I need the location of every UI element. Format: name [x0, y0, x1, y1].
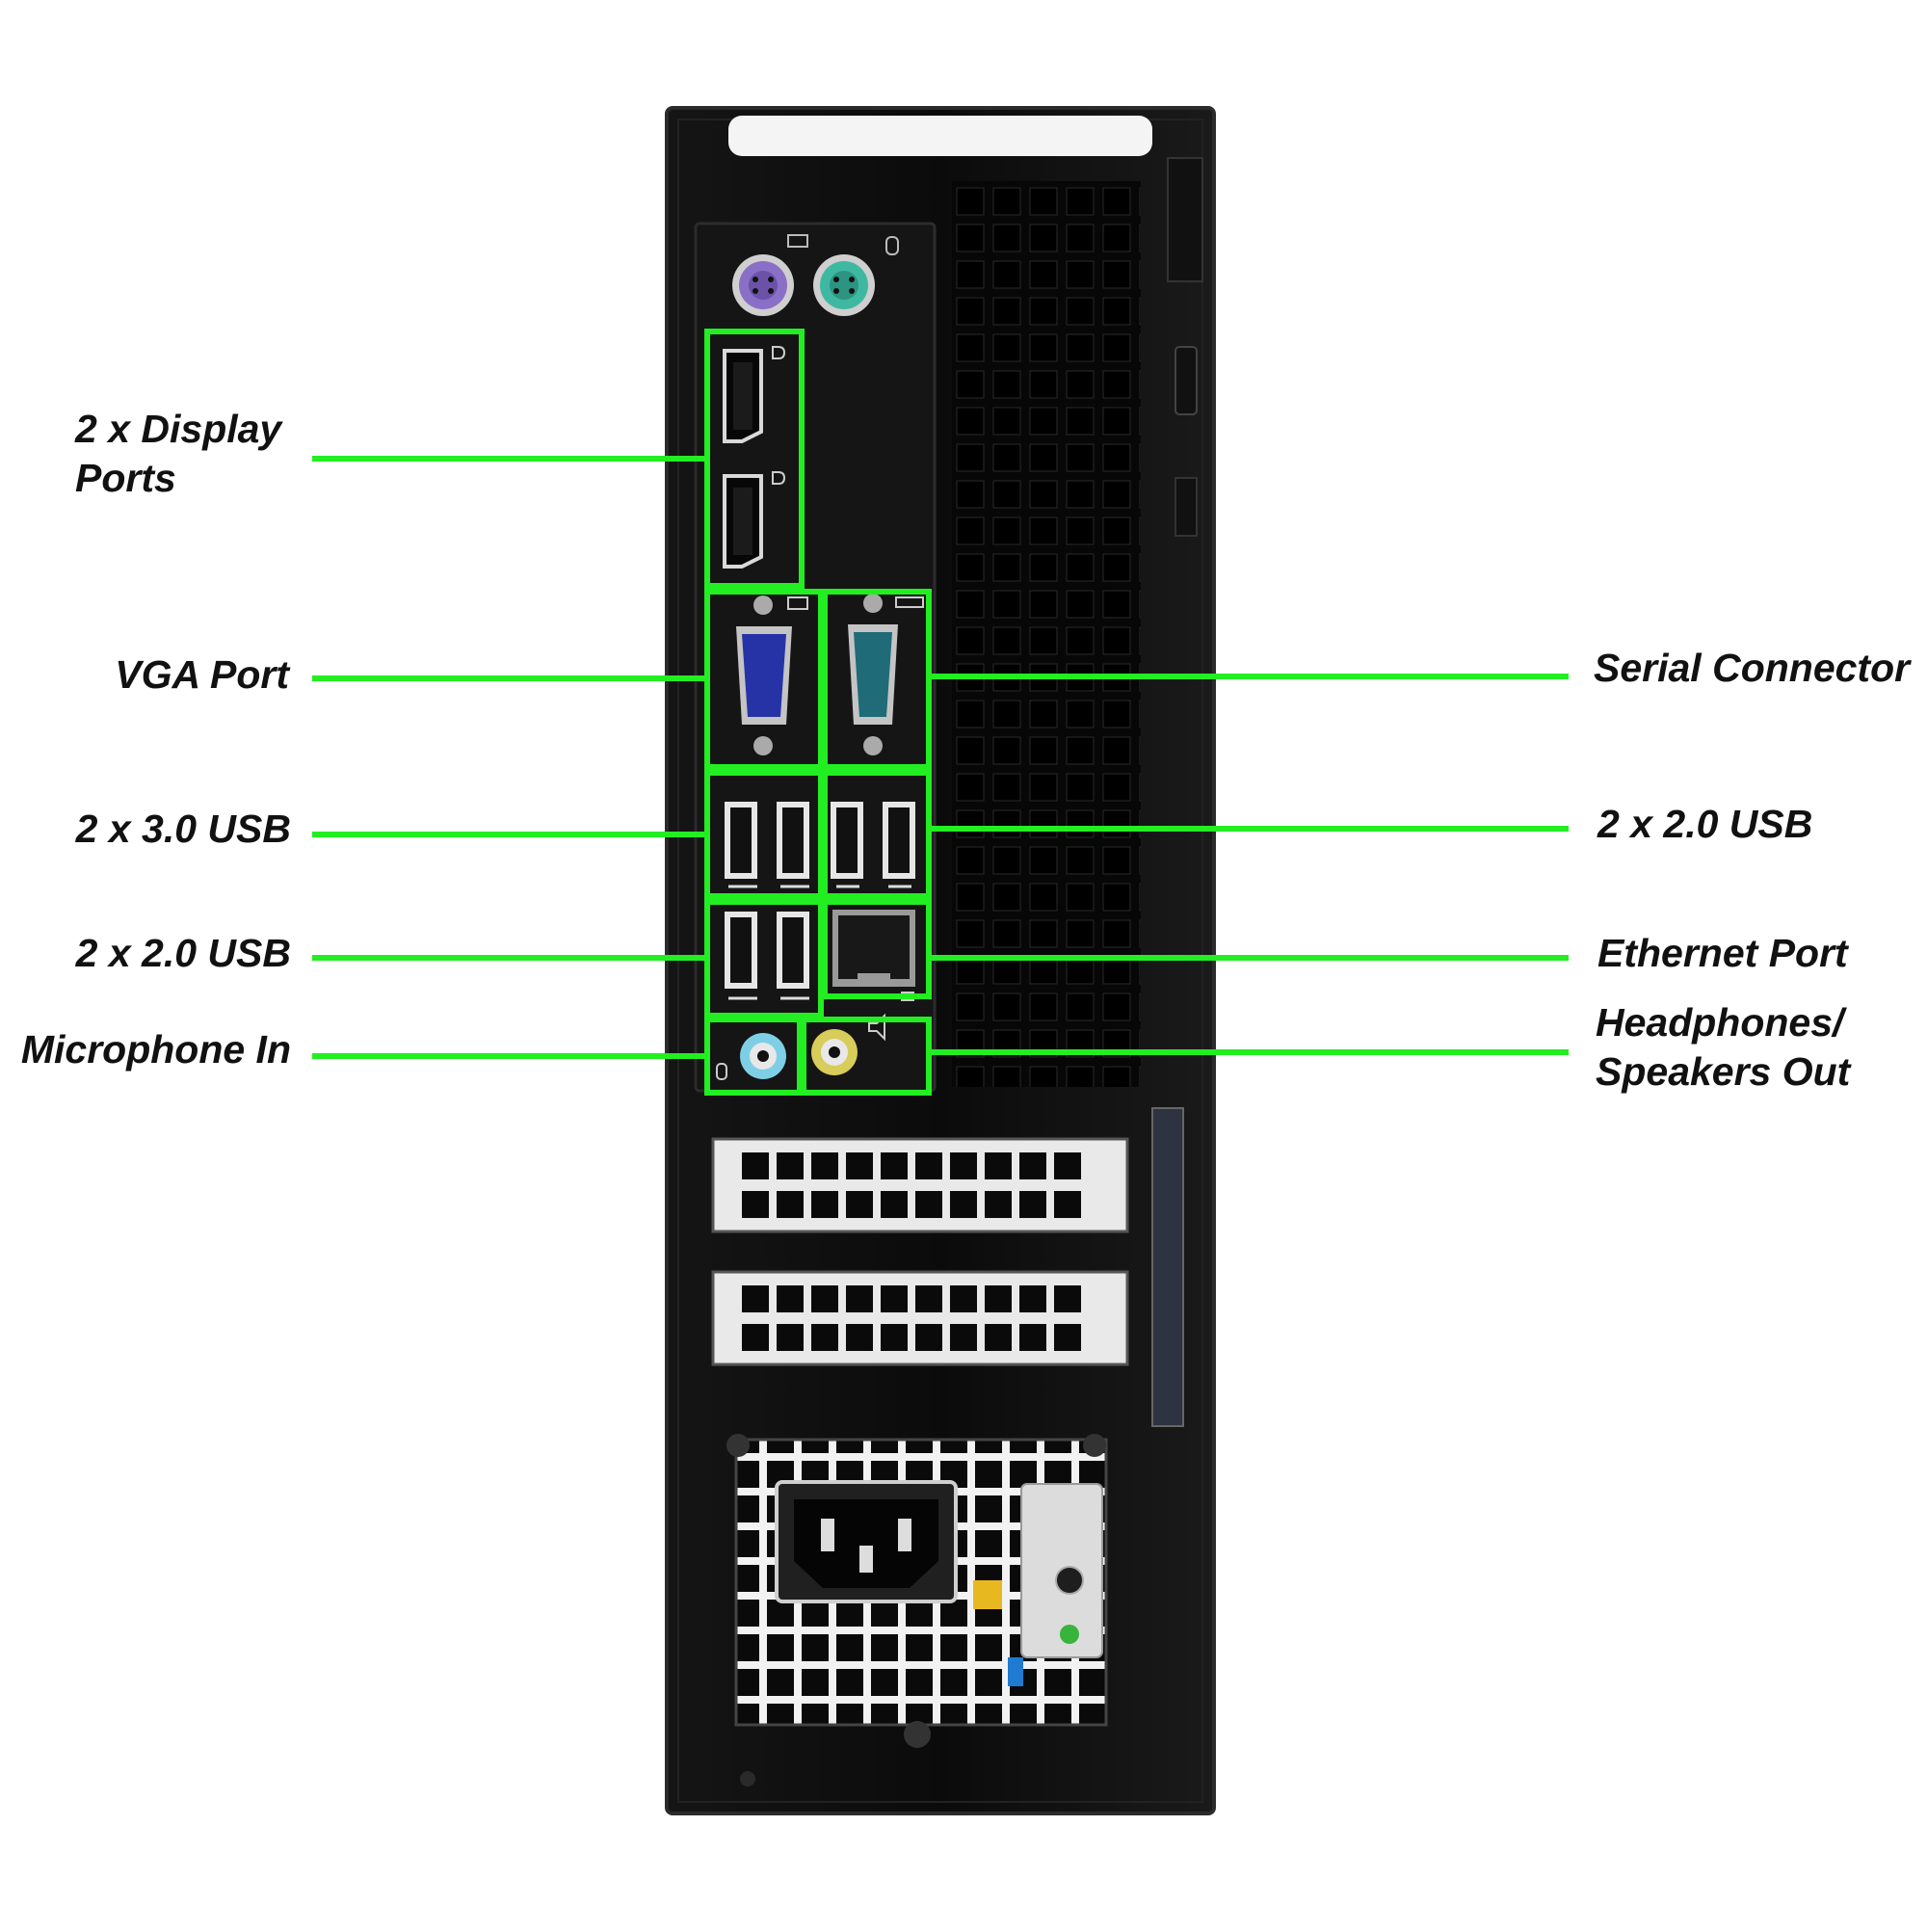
- mouse-icon: [885, 236, 899, 255]
- expansion-slot-2: [711, 1270, 1129, 1366]
- vent-grill: [952, 181, 1141, 1087]
- serial-port: [848, 594, 898, 755]
- vga-icon: [787, 596, 808, 610]
- label-usb30-left: 2 x 3.0 USB: [75, 807, 291, 851]
- label-headphones-out-line2: Speakers Out: [1596, 1049, 1851, 1094]
- label-usb20-right: 2 x 2.0 USB: [1597, 802, 1813, 846]
- label-ethernet-port: Ethernet Port: [1597, 931, 1848, 975]
- displayport-icon: [772, 346, 786, 359]
- line-out-jack: [811, 1029, 858, 1075]
- label-display-ports: 2 x Display Ports: [75, 405, 281, 503]
- ethernet-callout-box: [822, 899, 932, 999]
- usb30-port-1: [725, 802, 757, 879]
- psu-led: [1060, 1625, 1079, 1644]
- label-headphones-out-line1: Headphones/: [1596, 1000, 1844, 1045]
- usb20-port-1: [725, 912, 757, 989]
- keyboard-icon: [787, 234, 808, 248]
- case-label-strip: [728, 116, 1152, 156]
- ps2-keyboard-port: [732, 254, 794, 316]
- label-display-ports-line1: 2 x Display: [75, 407, 282, 451]
- label-microphone-in: Microphone In: [20, 1027, 291, 1072]
- expansion-slot-1: [711, 1137, 1129, 1233]
- microphone-jack: [740, 1033, 786, 1079]
- ethernet-port: [832, 910, 915, 987]
- audio-out-callout-box: [801, 1017, 932, 1096]
- label-display-ports-line2: Ports: [75, 456, 176, 500]
- vga-port: [736, 595, 792, 755]
- psu-test-button: [1055, 1566, 1084, 1595]
- usb20-port-3: [831, 802, 863, 879]
- displayport-1: [723, 349, 763, 443]
- ps2-mouse-port: [813, 254, 875, 316]
- usb30-port-2: [777, 802, 809, 879]
- serial-icon: [895, 596, 924, 608]
- label-headphones-out: Headphones/ Speakers Out: [1596, 998, 1850, 1097]
- microphone-icon: [716, 1063, 727, 1080]
- audio-out-icon: [868, 1013, 885, 1042]
- label-serial-connector: Serial Connector: [1594, 646, 1911, 690]
- usb20-port-4: [883, 802, 915, 879]
- label-vga-port: VGA Port: [115, 652, 289, 697]
- usb20-right-callout-box: [822, 770, 932, 899]
- power-socket-icon: [775, 1480, 958, 1603]
- displayport-2: [723, 474, 763, 569]
- label-usb20-left: 2 x 2.0 USB: [75, 931, 291, 975]
- usb20-port-2: [777, 912, 809, 989]
